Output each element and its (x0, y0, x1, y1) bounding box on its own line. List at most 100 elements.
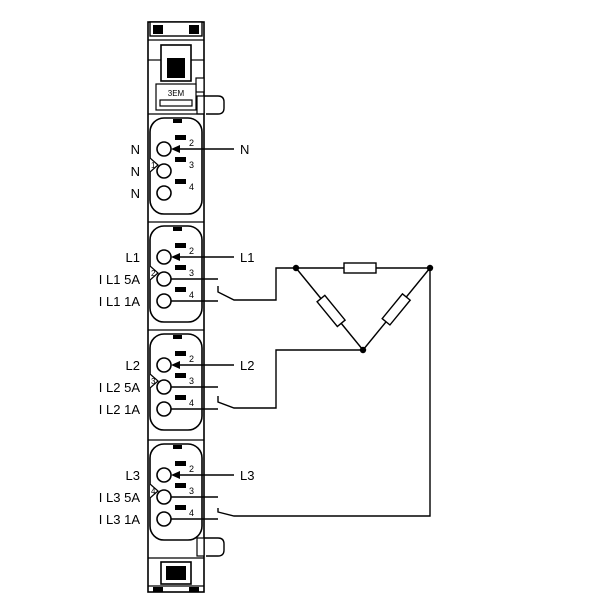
terminal-number: 3 (189, 160, 194, 170)
release-button[interactable] (175, 179, 186, 184)
terminal[interactable]: 2 L3 L3 (126, 461, 255, 483)
wire-il3 (217, 268, 431, 517)
external-wiring (217, 262, 434, 517)
status-led (173, 445, 182, 449)
terminal-label: I L1 5A (99, 272, 141, 287)
terminal-number: 3 (189, 376, 194, 386)
terminal-number: 4 (189, 398, 194, 408)
supply-label: L1 (240, 250, 254, 265)
resistor-left (316, 294, 347, 328)
terminal[interactable]: 4N (131, 179, 194, 201)
terminal-label: I L1 1A (99, 294, 141, 309)
terminal-label: L3 (126, 468, 140, 483)
terminal-hole[interactable] (156, 271, 172, 287)
terminal-label: N (131, 164, 140, 179)
terminal-number: 4 (189, 508, 194, 518)
terminal-hole[interactable] (156, 511, 172, 527)
release-button[interactable] (175, 157, 186, 162)
terminal-label: N (131, 142, 140, 157)
top-latch-slot (167, 58, 185, 78)
terminal[interactable]: 3 I L2 5A (99, 373, 218, 395)
node-left (292, 264, 300, 272)
terminal-number: 4 (189, 290, 194, 300)
top-cap-notch-left (153, 25, 163, 34)
resistor-top (343, 262, 377, 274)
terminal-hole[interactable] (156, 401, 172, 417)
group-index-marker (149, 157, 159, 173)
release-button[interactable] (175, 373, 186, 378)
terminal-number: 3 (189, 268, 194, 278)
release-button[interactable] (175, 287, 186, 292)
arrow-icon (171, 361, 180, 369)
terminal-hole[interactable] (156, 293, 172, 309)
terminal-hole[interactable] (156, 357, 172, 373)
connector-plate (149, 225, 203, 323)
bottom-latch-slot (166, 566, 186, 580)
release-button[interactable] (175, 505, 186, 510)
terminal-hole[interactable] (156, 185, 172, 201)
terminal-label: N (131, 186, 140, 201)
status-led (173, 227, 182, 231)
terminal[interactable]: 4I L3 1A (99, 505, 218, 527)
release-button[interactable] (175, 461, 186, 466)
top-cap-notch-right (189, 25, 199, 34)
terminal-label: I L2 5A (99, 380, 141, 395)
terminal-hole[interactable] (156, 163, 172, 179)
release-button[interactable] (175, 135, 186, 140)
terminal-hole[interactable] (156, 467, 172, 483)
supply-label: L3 (240, 468, 254, 483)
arrow-icon (171, 145, 180, 153)
node-right (426, 264, 434, 272)
terminal-number: 2 (189, 354, 194, 364)
terminal-number: 2 (189, 138, 194, 148)
top-hook (204, 95, 225, 115)
delta-load (292, 262, 434, 354)
release-button[interactable] (175, 351, 186, 356)
group-index: 2 (151, 269, 156, 278)
terminal-hole[interactable] (156, 141, 172, 157)
node-bottom (359, 346, 367, 354)
terminal-number: 2 (189, 464, 194, 474)
supply-label: N (240, 142, 249, 157)
connector-plate (149, 443, 203, 541)
group-index-marker (149, 265, 159, 281)
bottom-hook (204, 537, 225, 557)
terminal[interactable]: 3 I L1 5A (99, 265, 218, 287)
release-button[interactable] (175, 265, 186, 270)
arrow-icon (171, 471, 180, 479)
terminal[interactable]: 3I L3 5A (99, 483, 218, 505)
connector-plate (149, 117, 203, 215)
terminal-hole[interactable] (156, 489, 172, 505)
status-led (173, 335, 182, 339)
terminal[interactable]: 3N (131, 157, 194, 179)
connector-plate (149, 333, 203, 431)
terminal-number: 3 (189, 486, 194, 496)
group-index: 4 (151, 487, 156, 496)
terminal-label: L2 (126, 358, 140, 373)
group-index: 1 (151, 161, 156, 170)
release-button[interactable] (175, 395, 186, 400)
release-button[interactable] (175, 483, 186, 488)
side-tab (195, 77, 205, 93)
release-button[interactable] (175, 243, 186, 248)
group-index-marker (149, 373, 159, 389)
resistor-right (381, 292, 412, 326)
group-index-marker (149, 483, 159, 499)
wire-il1 (217, 267, 296, 301)
terminal[interactable]: 4I L2 1A (99, 395, 218, 417)
terminal[interactable]: 4 I L1 1A (99, 287, 218, 309)
module-label: 3EM (168, 89, 185, 98)
terminal-number: 4 (189, 182, 194, 192)
label-plate-window (159, 99, 193, 107)
terminal[interactable]: 2 N N (131, 135, 250, 157)
terminal-hole[interactable] (156, 379, 172, 395)
terminal-hole[interactable] (156, 249, 172, 265)
